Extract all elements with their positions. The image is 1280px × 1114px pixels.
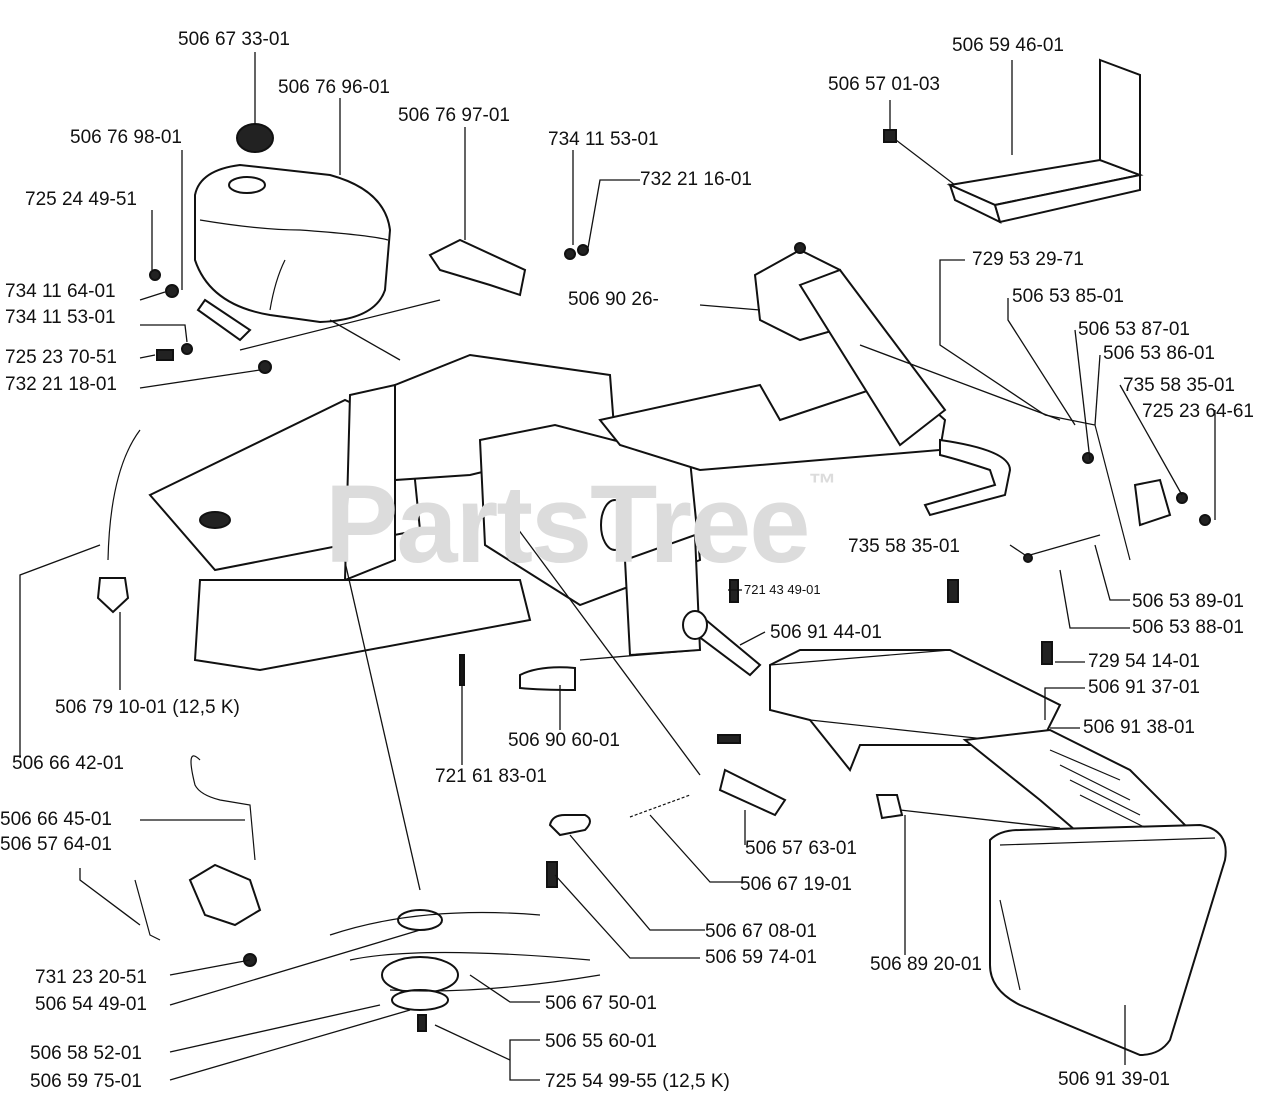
spring-bracket (519, 666, 787, 888)
part-label: 506 91 38-01 (1083, 717, 1195, 738)
part-label: 506 57 63-01 (745, 838, 857, 859)
part-label: 506 76 97-01 (398, 105, 510, 126)
part-label: 735 58 35-01 (848, 536, 960, 557)
part-label: 506 67 19-01 (740, 874, 852, 895)
fuel-line (96, 429, 141, 614)
part-label: 732 21 18-01 (5, 374, 117, 395)
part-label: 506 53 85-01 (1012, 286, 1124, 307)
pulley-assembly (329, 909, 601, 1032)
small-bracket-top (428, 238, 589, 297)
part-label: 506 59 75-01 (30, 1071, 142, 1092)
part-label: 729 54 14-01 (1088, 651, 1200, 672)
part-label: 506 67 33-01 (178, 29, 290, 50)
part-label: 734 11 53-01 (548, 129, 659, 150)
watermark-text: PartsTree (325, 463, 810, 586)
part-label: 506 59 74-01 (705, 947, 817, 968)
part-label: 506 57 01-03 (828, 74, 940, 95)
part-label: 506 58 52-01 (30, 1043, 142, 1064)
rear-shield (989, 823, 1227, 1057)
part-label: 506 76 98-01 (70, 127, 182, 148)
watermark: PartsTree™ (325, 468, 836, 580)
part-label: 506 54 49-01 (35, 994, 147, 1015)
linkage-rod (1023, 414, 1211, 563)
part-label: 725 54 99-55 (12,5 K) (545, 1071, 730, 1092)
part-label: 734 11 64-01 (5, 281, 116, 302)
part-label: 506 66 42-01 (12, 753, 124, 774)
part-label: 725 23 70-51 (5, 347, 117, 368)
part-label: 734 11 53-01 (5, 307, 116, 328)
pivot-pin (682, 579, 762, 677)
part-label: 506 53 89-01 (1132, 591, 1244, 612)
part-label: 721 61 83-01 (435, 766, 547, 787)
part-label: 506 91 44-01 (770, 622, 882, 643)
part-label: 506 91 39-01 (1058, 1069, 1170, 1090)
part-label: 506 59 46-01 (952, 35, 1064, 56)
part-label: 721 43 49-01 (744, 582, 821, 597)
part-label: 506 53 86-01 (1103, 343, 1215, 364)
part-label: 506 66 45-01 (0, 809, 112, 830)
part-label: 506 67 50-01 (545, 993, 657, 1014)
watermark-trademark: ™ (808, 468, 836, 499)
part-label: 506 91 37-01 (1088, 677, 1200, 698)
part-label: 729 53 29-71 (972, 249, 1084, 270)
fasteners-left (149, 269, 272, 374)
part-label: 506 53 87-01 (1078, 319, 1190, 340)
part-label: 735 58 35-01 (1123, 375, 1235, 396)
part-label: 506 57 64-01 (0, 834, 112, 855)
main-frame (148, 242, 1012, 672)
part-label: 506 90 26- (568, 289, 659, 310)
part-label: 506 79 10-01 (12,5 K) (55, 697, 240, 718)
leader-lines (19, 52, 1216, 1081)
part-label: 725 24 49-51 (25, 189, 137, 210)
part-label: 506 76 96-01 (278, 77, 390, 98)
seat-plate (883, 58, 1144, 224)
part-label: 732 21 16-01 (640, 169, 752, 190)
part-label: 506 55 60-01 (545, 1031, 657, 1052)
part-label: 506 67 08-01 (705, 921, 817, 942)
fuel-tank (194, 123, 392, 342)
clutch-lever (134, 755, 262, 967)
part-label: 506 53 88-01 (1132, 617, 1244, 638)
part-label: 506 90 60-01 (508, 730, 620, 751)
part-label: 506 89 20-01 (870, 954, 982, 975)
part-label: 725 23 64-61 (1142, 401, 1254, 422)
part-label: 731 23 20-51 (35, 967, 147, 988)
